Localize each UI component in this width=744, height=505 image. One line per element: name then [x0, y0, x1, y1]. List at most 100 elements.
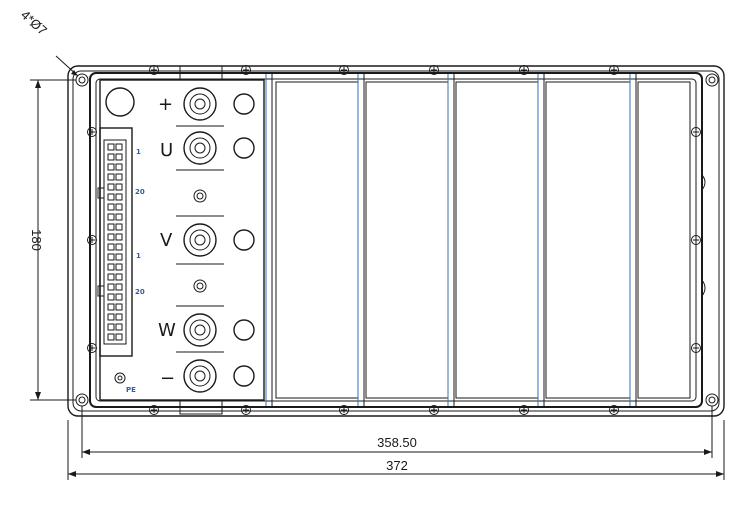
small-hole-1	[193, 189, 207, 203]
mounting-plate-outline	[67, 65, 725, 417]
connector-pin	[107, 183, 115, 191]
screw	[429, 405, 439, 415]
connector-pin	[115, 233, 123, 241]
connector-pin	[115, 323, 123, 331]
corner-hole-bottom-right	[705, 393, 719, 407]
right-notch-upper	[701, 174, 706, 191]
housing-outline	[89, 72, 703, 408]
connector-pin	[115, 273, 123, 281]
panel-bottom-bump	[179, 400, 223, 415]
dimension-inner-width	[81, 406, 713, 458]
opening-4	[233, 319, 255, 341]
hole-callout-leader	[55, 55, 79, 77]
terminal-connector	[97, 127, 133, 357]
screw	[339, 405, 349, 415]
connector-pin	[115, 203, 123, 211]
connector-pin	[115, 183, 123, 191]
screw	[339, 65, 349, 75]
dimension-height	[30, 79, 76, 401]
screw	[519, 405, 529, 415]
screw	[429, 65, 439, 75]
connector-pin	[107, 303, 115, 311]
slot-modules	[265, 74, 691, 406]
right-notch-lower	[701, 279, 706, 297]
screw	[149, 65, 159, 75]
connector-pin	[115, 283, 123, 291]
connector-pin	[107, 283, 115, 291]
connector-pin	[115, 193, 123, 201]
dimension-outer-width	[67, 420, 725, 480]
connector-label-1: 1	[136, 148, 141, 156]
slot-module	[455, 81, 539, 399]
slot-module	[545, 81, 631, 399]
screw	[241, 405, 251, 415]
symbol-v: V	[160, 230, 173, 251]
mounting-plate-inner-outline	[72, 70, 720, 412]
connector-label-20b: 20	[135, 288, 145, 296]
screw	[691, 235, 701, 245]
connector-pin	[107, 173, 115, 181]
terminal-minus	[183, 359, 217, 393]
connector-pin	[107, 213, 115, 221]
connector-pin	[115, 213, 123, 221]
connector-pin	[115, 243, 123, 251]
dimension-inner-width-label: 358.50	[377, 435, 417, 450]
connector-pin	[115, 253, 123, 261]
connector-pin	[107, 163, 115, 171]
connector-pin	[107, 323, 115, 331]
connector-pin	[115, 303, 123, 311]
slot-module-end	[637, 81, 691, 399]
connector-pin	[115, 143, 123, 151]
screw	[241, 65, 251, 75]
connector-pin	[107, 233, 115, 241]
slot-module	[365, 81, 449, 399]
screw	[609, 65, 619, 75]
dimension-outer-width-label: 372	[386, 458, 408, 473]
connector-pin	[107, 143, 115, 151]
connector-pin	[107, 223, 115, 231]
perimeter-screws	[87, 65, 701, 415]
connector-pin	[107, 193, 115, 201]
symbol-plus: +	[158, 94, 173, 115]
connector-label-20: 20	[135, 188, 145, 196]
screw	[609, 405, 619, 415]
screw	[87, 343, 97, 353]
slot-module	[275, 81, 359, 399]
opening-3	[233, 229, 255, 251]
vent-circle	[105, 87, 135, 117]
screw	[87, 235, 97, 245]
connector-pin	[107, 293, 115, 301]
connector-pin	[107, 333, 115, 341]
screw	[519, 65, 529, 75]
symbol-minus: −	[160, 368, 175, 389]
corner-hole-top-right	[705, 73, 719, 87]
symbol-u: U	[160, 140, 173, 161]
dimension-height-label: 180	[29, 229, 44, 251]
ground-terminal	[114, 372, 126, 384]
opening-1	[233, 93, 255, 115]
screw	[87, 127, 97, 137]
opening-5	[233, 365, 255, 387]
connector-pin	[107, 263, 115, 271]
connector-pin	[115, 153, 123, 161]
terminal-v	[176, 215, 224, 265]
connector-pin	[107, 153, 115, 161]
connector-label-1b: 1	[136, 252, 141, 260]
connector-pin	[115, 223, 123, 231]
panel-top-bump	[179, 65, 223, 80]
corner-hole-bottom-left	[75, 393, 89, 407]
connector-pin	[115, 333, 123, 341]
housing-inner-outline	[95, 78, 697, 402]
symbol-w: W	[158, 320, 176, 341]
connector-pin	[107, 243, 115, 251]
connector-pin	[115, 293, 123, 301]
small-hole-2	[193, 279, 207, 293]
connector-pin	[107, 313, 115, 321]
screw	[691, 343, 701, 353]
connector-pin	[107, 203, 115, 211]
screw	[149, 405, 159, 415]
connector-pin	[115, 313, 123, 321]
terminal-w	[176, 305, 224, 353]
connector-pin	[115, 163, 123, 171]
